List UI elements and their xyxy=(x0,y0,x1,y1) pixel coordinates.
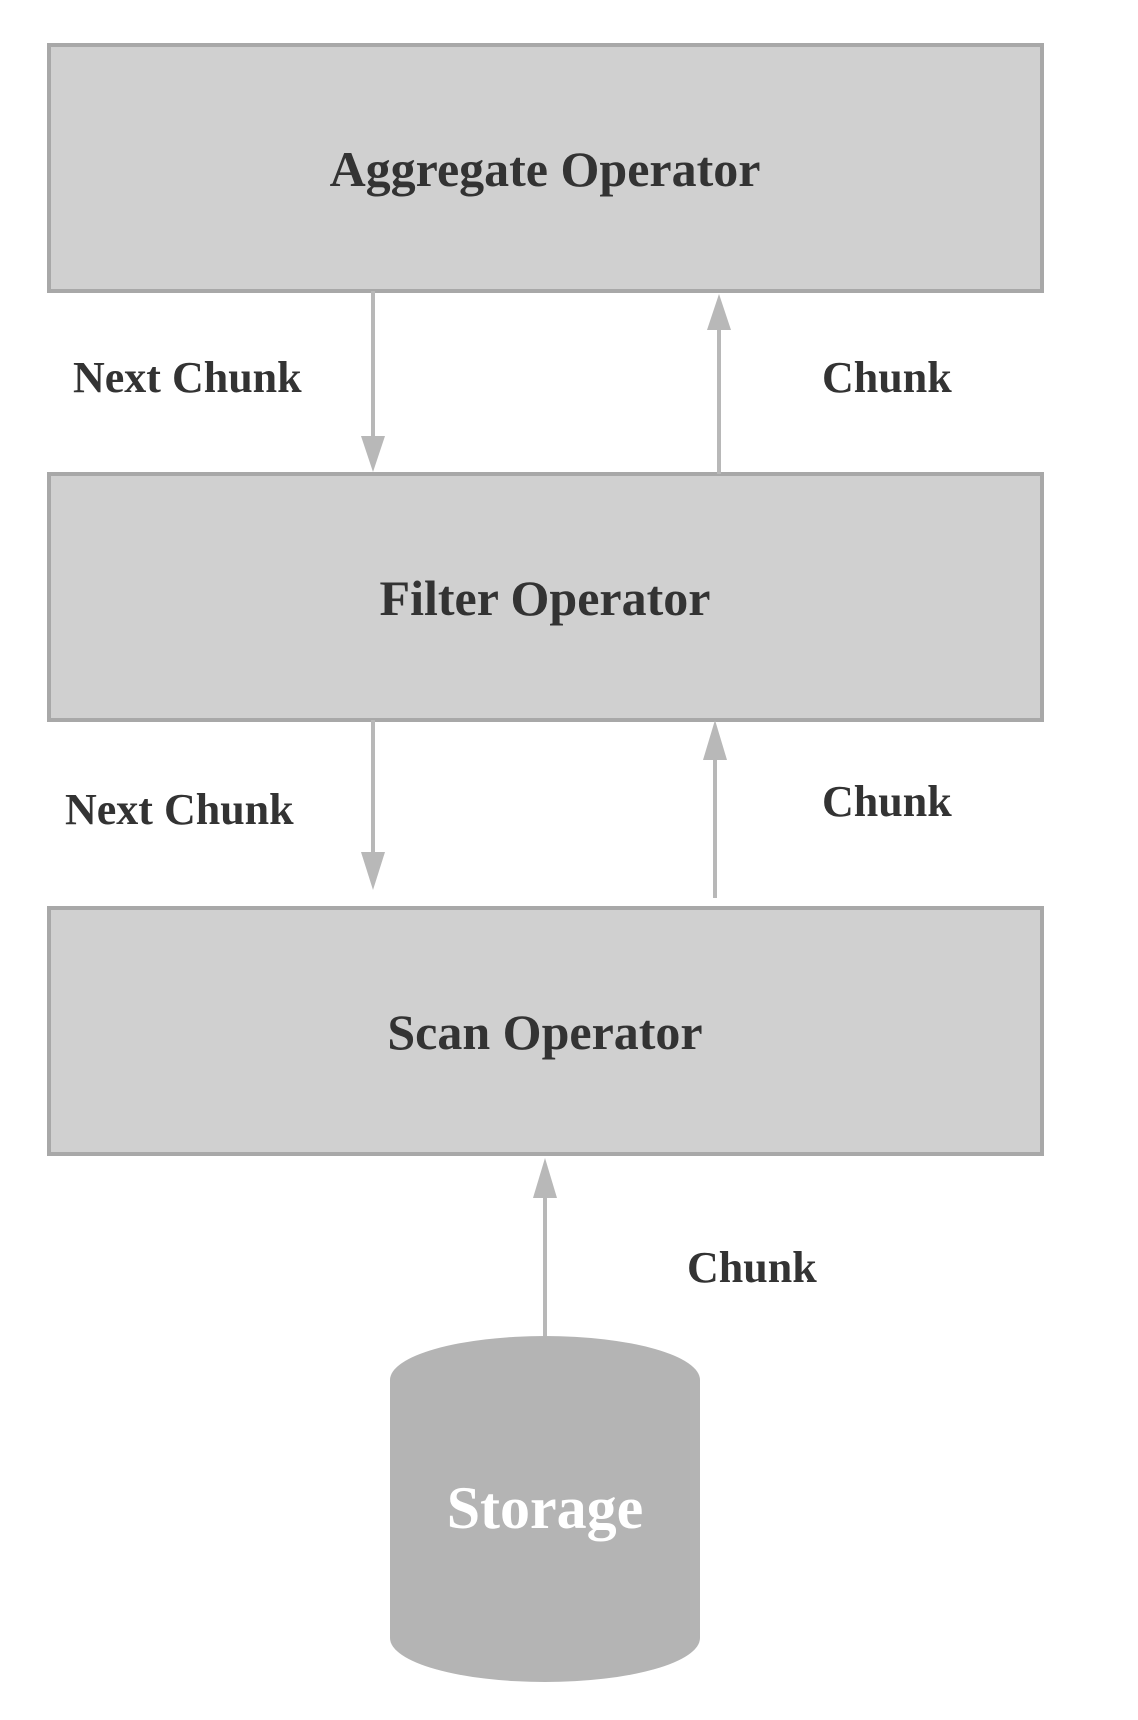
filter-scan-request-arrow xyxy=(361,720,385,890)
scan-operator-node: Scan Operator xyxy=(47,906,1044,1156)
filter-operator-box xyxy=(47,472,1044,722)
filter-operator-node: Filter Operator xyxy=(47,472,1044,722)
scan-storage-response-label: Chunk xyxy=(687,1243,817,1292)
scan-storage-response-arrow xyxy=(533,1158,557,1336)
scan-operator-label: Scan Operator xyxy=(387,1004,702,1060)
aggregate-operator-node: Aggregate Operator xyxy=(47,43,1044,293)
aggregate-operator-box xyxy=(47,43,1044,293)
agg-filter-response-label: Chunk xyxy=(822,353,952,402)
filter-scan-response-label: Chunk xyxy=(822,777,952,826)
storage-cylinder-icon xyxy=(390,1336,700,1682)
filter-scan-request-label: Next Chunk xyxy=(65,785,294,834)
scan-operator-box xyxy=(47,906,1044,1156)
filter-scan-response-arrow xyxy=(703,720,727,898)
aggregate-operator-label: Aggregate Operator xyxy=(330,141,761,197)
agg-filter-request-label: Next Chunk xyxy=(73,353,302,402)
storage-node: Storage xyxy=(390,1336,700,1682)
agg-filter-request-arrow xyxy=(361,291,385,472)
agg-filter-response-arrow xyxy=(707,294,731,474)
storage-label: Storage xyxy=(447,1475,644,1541)
filter-operator-label: Filter Operator xyxy=(380,570,711,626)
